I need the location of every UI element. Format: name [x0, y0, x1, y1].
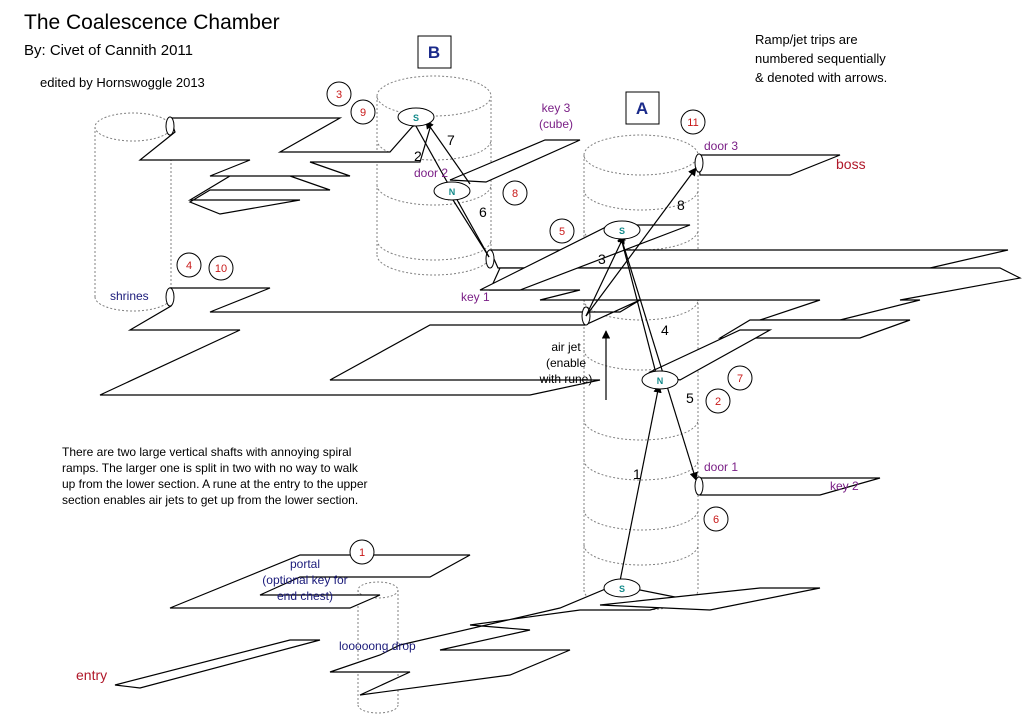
svg-text:10: 10: [215, 263, 227, 275]
svg-text:key 3: key 3: [542, 101, 571, 115]
svg-text:There are two large vertical s: There are two large vertical shafts with…: [62, 445, 351, 459]
svg-text:A: A: [636, 99, 648, 118]
svg-text:section enables air jets to ge: section enables air jets to get up from …: [62, 493, 358, 507]
edited-note: edited by Hornswoggle 2013: [40, 75, 205, 90]
key3-ramp: [449, 139, 581, 183]
svg-text:with rune): with rune): [539, 372, 593, 386]
key3-label: key 3 (cube): [539, 101, 573, 131]
svg-text:portal: portal: [290, 557, 320, 571]
svg-text:8: 8: [512, 188, 518, 200]
svg-text:(cube): (cube): [539, 117, 573, 131]
step-numbers: 1 2 3 4 5 6 7 8: [414, 132, 694, 482]
boss-label: boss: [836, 156, 866, 172]
door1-label: door 1: [704, 460, 738, 474]
entry-label: entry: [76, 667, 107, 683]
door3-label: door 3: [704, 139, 738, 153]
svg-text:5: 5: [559, 226, 565, 238]
legend-note: Ramp/jet trips are numbered sequentially…: [755, 32, 887, 85]
far-right-ramp: [717, 319, 911, 339]
airjet-label: air jet (enable with rune): [539, 340, 593, 386]
svg-text:numbered sequentially: numbered sequentially: [755, 51, 886, 66]
byline: By: Civet of Cannith 2011: [24, 42, 193, 59]
shaft-a-label: A: [625, 91, 660, 125]
svg-text:air jet: air jet: [551, 340, 581, 354]
key2-label: key 2: [830, 479, 859, 493]
middle-a-ramp: [479, 224, 691, 291]
svg-text:(enable: (enable: [546, 356, 586, 370]
route-arrows: [411, 118, 698, 587]
upper-zigzag-ramp: [138, 117, 431, 215]
svg-text:& denoted with arrows.: & denoted with arrows.: [755, 70, 887, 85]
svg-text:8: 8: [677, 197, 685, 213]
s-marker-b: S: [397, 107, 435, 127]
svg-text:1: 1: [633, 466, 641, 482]
svg-text:3: 3: [336, 89, 342, 101]
svg-text:up from the lower section. A r: up from the lower section. A rune at the…: [62, 477, 368, 491]
left-small-shaft: [94, 112, 172, 312]
svg-text:3: 3: [598, 251, 606, 267]
portal-label: portal (optional key for end chest): [262, 557, 347, 603]
svg-text:2: 2: [715, 396, 721, 408]
portal-ramp: [169, 554, 471, 609]
page-title: The Coalescence Chamber: [24, 11, 280, 34]
s-marker-a-upper: S: [603, 220, 641, 240]
door2-label: door 2: [414, 166, 448, 180]
key1-label: key 1: [461, 290, 490, 304]
svg-text:1: 1: [359, 547, 365, 559]
svg-text:9: 9: [360, 107, 366, 119]
circled-numbers: 1 2 3 4 5 6 7 8 9 10 11: [176, 81, 753, 565]
svg-text:N: N: [449, 187, 456, 197]
svg-text:Ramp/jet trips are: Ramp/jet trips are: [755, 32, 858, 47]
svg-text:7: 7: [447, 132, 455, 148]
svg-text:N: N: [657, 376, 664, 386]
svg-text:4: 4: [661, 322, 669, 338]
bottom-ramp: [329, 584, 821, 696]
svg-text:4: 4: [186, 260, 192, 272]
entry-ramp: [114, 639, 321, 689]
svg-text:B: B: [428, 43, 440, 62]
svg-text:6: 6: [479, 204, 487, 220]
n-marker-b: N: [433, 181, 471, 201]
door3-ramp: [697, 154, 841, 176]
svg-text:5: 5: [686, 390, 694, 406]
svg-text:(optional key for: (optional key for: [262, 573, 347, 587]
svg-text:7: 7: [737, 373, 743, 385]
svg-text:11: 11: [687, 117, 698, 129]
svg-text:ramps. The larger one is split: ramps. The larger one is split in two wi…: [62, 461, 359, 475]
svg-text:S: S: [619, 584, 625, 594]
shrines-label: shrines: [110, 289, 149, 303]
shaft-b-label: B: [417, 35, 452, 69]
svg-text:2: 2: [414, 148, 422, 164]
svg-text:S: S: [413, 113, 419, 123]
shaft-b: [376, 75, 492, 276]
drop-label: looooong drop: [339, 639, 416, 653]
notes-paragraph: There are two large vertical shafts with…: [62, 445, 368, 507]
s-marker-a-lower: S: [603, 578, 641, 598]
svg-text:end chest): end chest): [277, 589, 333, 603]
n-marker-a: N: [641, 370, 679, 390]
svg-text:6: 6: [713, 514, 719, 526]
svg-text:S: S: [619, 226, 625, 236]
